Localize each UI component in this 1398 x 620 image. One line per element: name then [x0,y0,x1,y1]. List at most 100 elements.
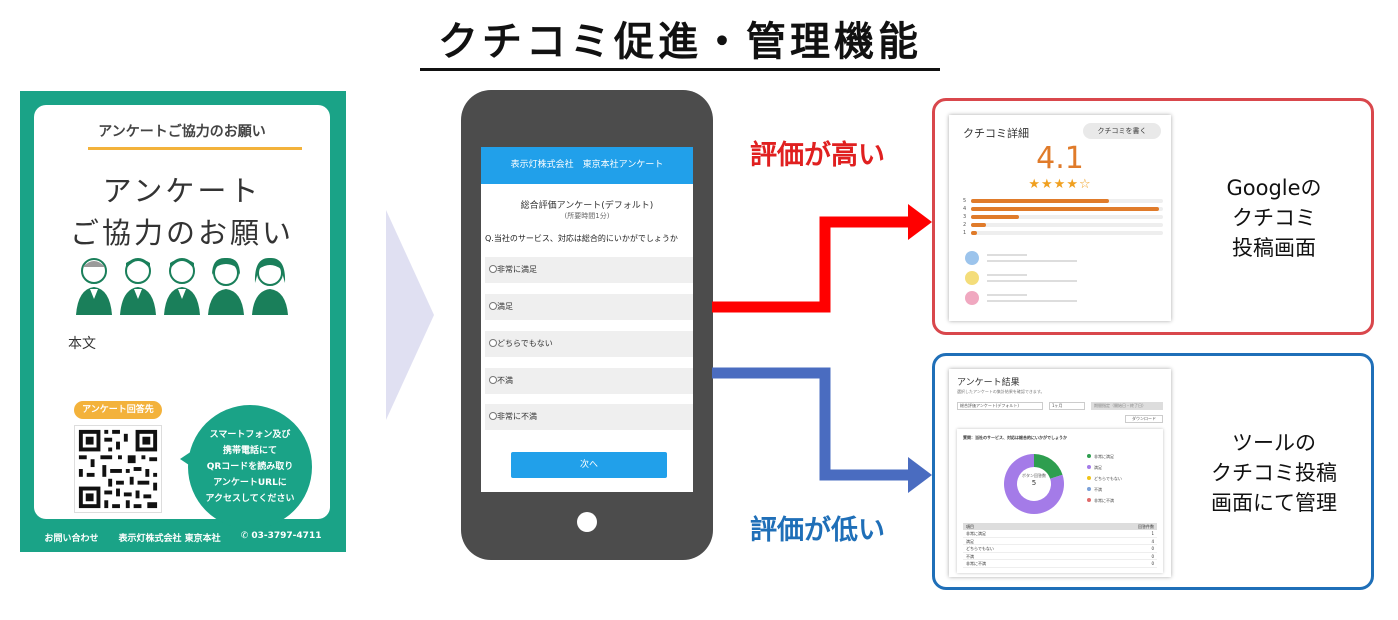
survey-option[interactable]: 非常に満足 [485,257,693,283]
table-cell: 1 [1151,531,1154,536]
footer-contact-label: お問い合わせ [44,534,99,544]
review-text-line [987,260,1077,262]
avatar [965,291,979,305]
donut-center-label: ボタン回答数 [1022,473,1046,478]
footer-phone: ✆ 03-3797-4711 [241,531,322,544]
table-cell: 非常に不満 [966,561,986,566]
donut-center-total: 5 [1031,479,1037,487]
table-cell: 4 [1151,538,1154,544]
rating-bar-fill [971,207,1160,211]
instruction-line: QRコードを読み取り [206,462,294,472]
download-button[interactable]: ダウンロード [1125,415,1163,423]
caption-line: 投稿画面 [1232,236,1316,260]
period-select[interactable]: 1ヶ月 [1049,402,1085,410]
survey-option[interactable]: どちらでもない [485,331,693,357]
legend-dot-icon [1087,465,1091,469]
review-item [965,271,1155,287]
poster-header-underline [88,147,302,150]
survey-results-screenshot: アンケート結果 選択したアンケートの集計結果を確認できます。 総合評価アンケート… [949,369,1171,577]
survey-option-label: 非常に不満 [497,412,537,421]
survey-option-label: 満足 [497,302,513,311]
page-title: クチコミ促進・管理機能 [420,18,940,71]
poster-footer: お問い合わせ 表示灯株式会社 東京本社 ✆ 03-3797-4711 [20,531,346,544]
person-icon [208,257,244,315]
next-button[interactable]: 次へ [511,452,667,478]
answer-destination-badge: アンケート回答先 [74,401,162,419]
legend-label: 非常に満足 [1094,454,1114,459]
results-card: 質問：当社のサービス、対応は総合的にいかがでしょうか ボタン回答数 5 非常に満… [957,429,1163,573]
rating-bar-track [971,231,1163,235]
avatar [965,251,979,265]
radio-icon[interactable] [489,302,497,310]
radio-icon[interactable] [489,376,497,384]
table-cell: 0 [1151,561,1154,566]
caption-line: クチコミ [1232,206,1316,230]
survey-option-label: 不満 [497,376,513,385]
person-icon [164,258,200,315]
low-rating-label: 評価が低い [750,515,885,546]
instruction-line: スマートフォン及び [209,430,291,440]
rating-bar-track [971,223,1163,227]
flow-arrows [712,204,932,493]
write-review-button[interactable]: クチコミを書く [1083,123,1161,139]
flow-chevron-icon [386,210,434,420]
person-icon [76,258,112,315]
rating-bar-label: 5 [963,198,967,204]
results-question: 質問：当社のサービス、対応は総合的にいかがでしょうか [963,435,1067,440]
date-range-button[interactable]: 期間指定（開始日・終了日） [1091,402,1163,410]
donut-slice [1034,454,1063,479]
avatar [965,271,979,285]
survey-select[interactable]: 総合評価アンケート(デフォルト) [957,402,1043,410]
survey-option[interactable]: 不満 [485,368,693,394]
survey-poster: アンケートご協力のお願い アンケート ご協力のお願い 本文 アンケート回答先 [20,91,346,552]
legend-item: どちらでもない [1087,473,1122,484]
home-button[interactable] [577,512,597,532]
table-row: 非常に不満 0 [963,560,1157,568]
table-header: 項目回答件数 [963,523,1157,530]
table-cell: 0 [1151,553,1154,559]
instruction-line: アクセスしてください [205,494,295,504]
legend-dot-icon [1087,476,1091,480]
phone-icon: ✆ [240,531,252,541]
rating-bar-fill [971,215,1019,219]
caption-line: 画面にて管理 [1211,491,1337,515]
survey-header: 表示灯株式会社 東京本社アンケート [481,147,693,184]
table-cell: どちらでもない [966,546,994,551]
review-text-line [987,280,1077,282]
review-text-line [987,254,1027,256]
survey-option-label: どちらでもない [497,339,553,348]
rating-bar-track [971,215,1163,219]
radio-icon[interactable] [489,339,497,347]
radio-icon[interactable] [489,265,497,273]
rating-bar-fill [971,231,977,235]
survey-question: Q.当社のサービス、対応は総合的にいかがでしょうか [485,234,678,243]
instruction-bubble: スマートフォン及び 携帯電話にて QRコードを読み取り アンケートURLに アク… [188,405,312,529]
google-panel-caption: Googleの クチコミ 投稿画面 [1181,173,1367,263]
rating-bar-track [971,199,1163,203]
caption-line: Googleの [1226,176,1322,200]
radio-icon[interactable] [489,412,497,420]
rating-score: 4.1 [1036,141,1084,176]
legend-dot-icon [1087,498,1091,502]
poster-header: アンケートご協力のお願い [98,124,266,140]
survey-option-label: 非常に満足 [497,265,537,274]
rating-bar-label: 4 [963,206,967,212]
rating-bar-track [971,207,1163,211]
rating-bar-label: 2 [963,222,967,228]
table-header-cell: 項目 [966,524,974,529]
qr-code[interactable] [74,425,162,513]
results-title: アンケート結果 [957,378,1020,388]
legend-item: 非常に不満 [1087,495,1122,506]
survey-results-panel: アンケート結果 選択したアンケートの集計結果を確認できます。 総合評価アンケート… [932,353,1374,590]
legend-label: 非常に不満 [1094,498,1114,503]
high-rating-arrowhead-icon [908,204,932,240]
smartphone: 表示灯株式会社 東京本社アンケート 総合評価アンケート(デフォルト) (所要時間… [461,90,713,560]
poster-headline-line2: ご協力のお願い [69,216,294,250]
rating-bar-fill [971,199,1110,203]
high-rating-arrow [712,216,915,313]
survey-option[interactable]: 満足 [485,294,693,320]
survey-option[interactable]: 非常に不満 [485,404,693,430]
